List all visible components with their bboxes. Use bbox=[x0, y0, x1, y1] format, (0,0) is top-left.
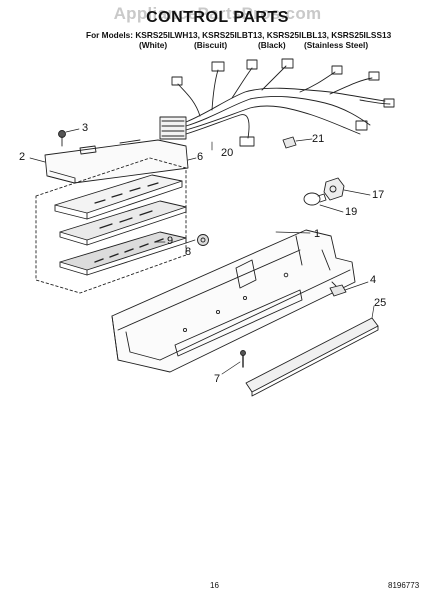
callout-7: 7 bbox=[214, 373, 221, 385]
callout-20: 20 bbox=[221, 147, 234, 159]
callout-9: 9 bbox=[167, 235, 174, 247]
callout-25: 25 bbox=[374, 297, 387, 309]
trim-strip-25 bbox=[245, 317, 379, 397]
color-biscuit: (Biscuit) bbox=[194, 40, 228, 50]
control-housing-1 bbox=[111, 229, 356, 373]
callout-17: 17 bbox=[372, 189, 385, 201]
control-overlay-6 bbox=[54, 174, 183, 220]
leader-lines bbox=[29, 128, 375, 375]
page-title: CONTROL PARTS bbox=[146, 9, 289, 26]
color-black: (Black) bbox=[258, 40, 286, 50]
door-switch-4 bbox=[329, 281, 347, 297]
nut-8 bbox=[197, 234, 209, 246]
screw-3 bbox=[58, 130, 66, 147]
watermark: AppliancePartsPros.com bbox=[113, 4, 322, 23]
callout-3: 3 bbox=[82, 122, 89, 134]
control-board-upper bbox=[59, 200, 187, 246]
light-bulb-19 bbox=[303, 192, 327, 206]
callout-6: 6 bbox=[197, 151, 204, 163]
color-stainless-steel: (Stainless Steel) bbox=[304, 40, 369, 50]
models-line: For Models: KSRS25ILWH13, KSRS25ILBT13, … bbox=[86, 30, 392, 40]
callout-1: 1 bbox=[314, 228, 321, 240]
lamp-socket-17 bbox=[323, 177, 345, 201]
page-number: 16 bbox=[210, 581, 219, 590]
screw-7 bbox=[240, 350, 246, 368]
callout-8: 8 bbox=[185, 246, 192, 258]
mounting-bracket-2 bbox=[44, 139, 189, 184]
color-white: (White) bbox=[139, 40, 168, 50]
callout-4: 4 bbox=[370, 274, 377, 286]
callout-21: 21 bbox=[312, 133, 325, 145]
callout-2: 2 bbox=[19, 151, 26, 163]
document-number: 8196773 bbox=[388, 581, 420, 590]
assembly-guide-box bbox=[35, 157, 187, 294]
clip-21 bbox=[282, 136, 297, 149]
wire-harness bbox=[159, 58, 395, 147]
callout-19: 19 bbox=[345, 206, 358, 218]
control-board-lower bbox=[59, 231, 187, 276]
